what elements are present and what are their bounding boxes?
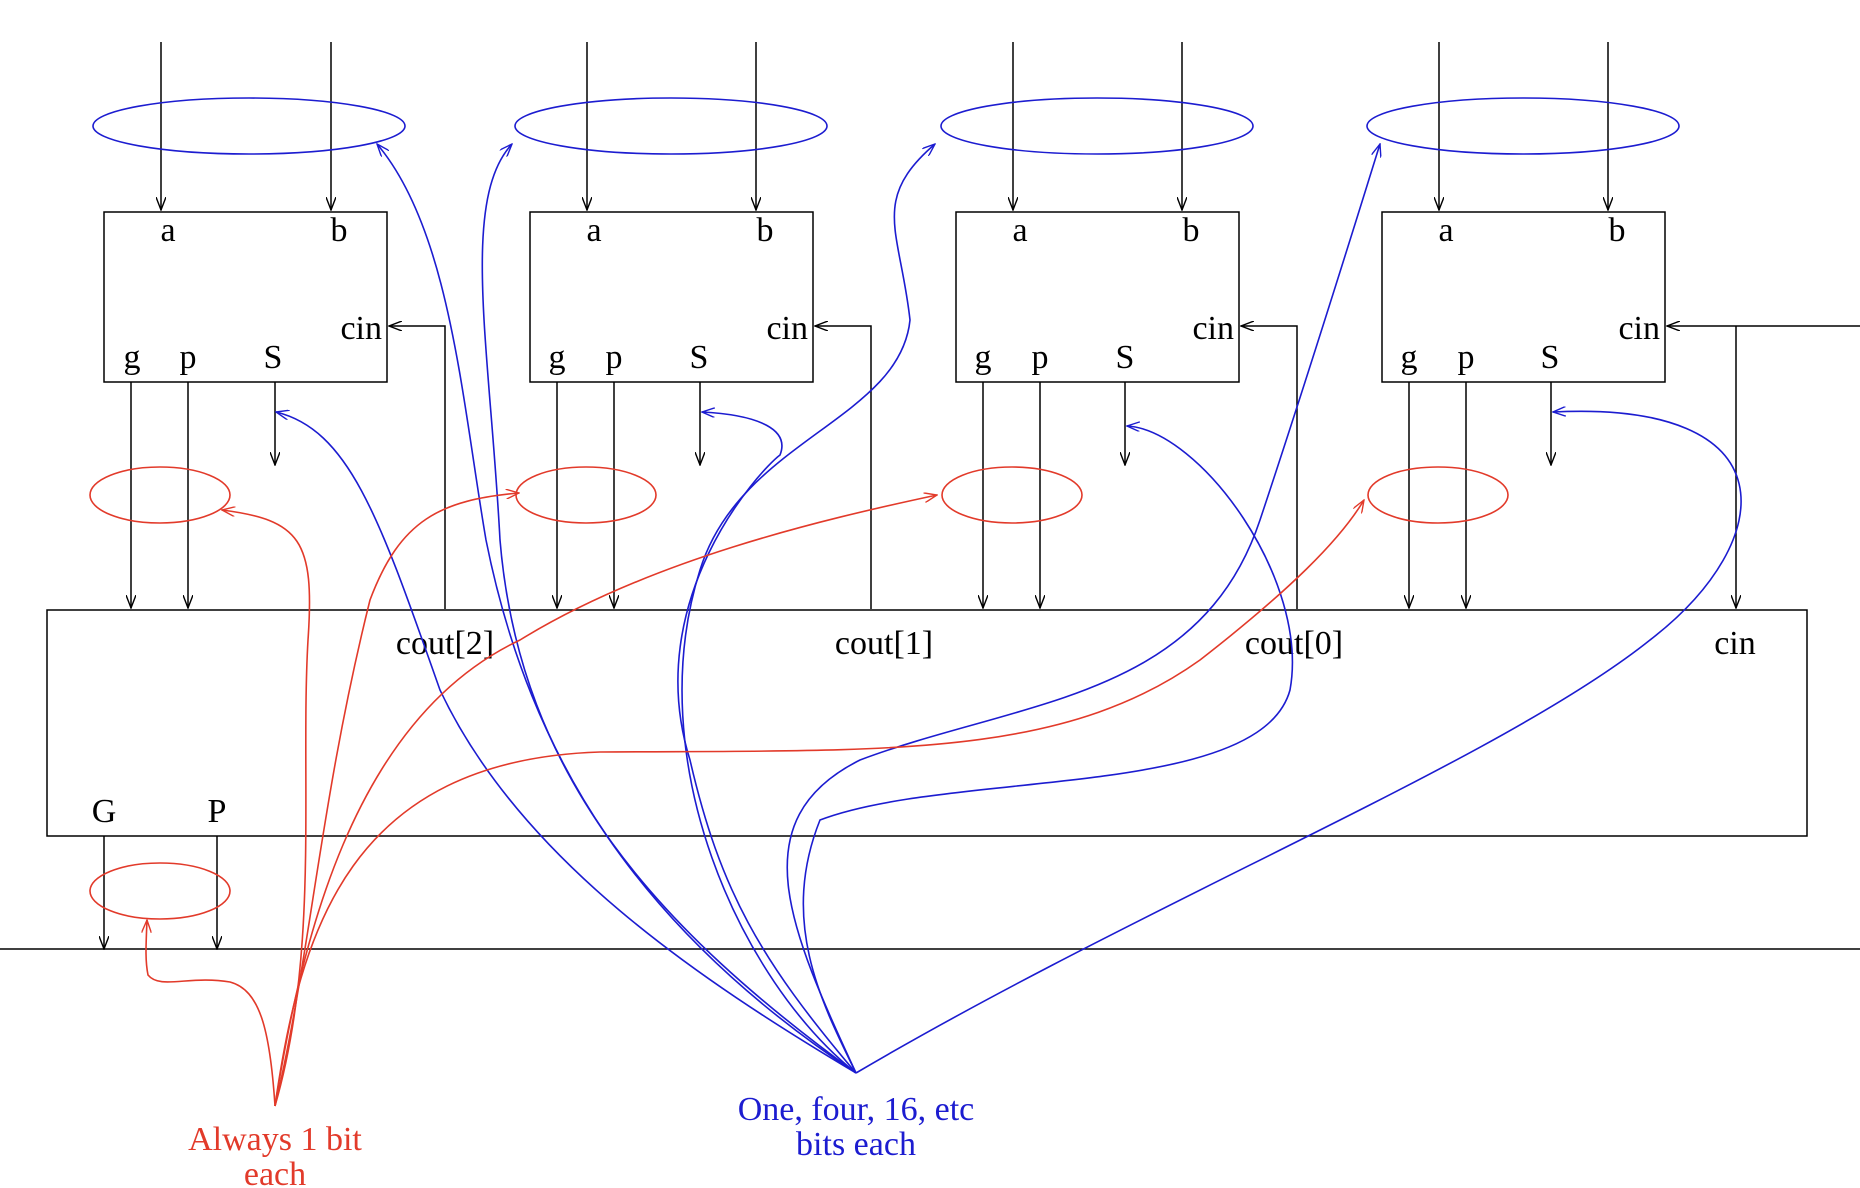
label-s: S bbox=[690, 339, 709, 376]
label-s: S bbox=[1541, 339, 1560, 376]
label-p: p bbox=[180, 339, 197, 376]
label-s: S bbox=[1116, 339, 1135, 376]
curve-to-sum-0 bbox=[855, 411, 1742, 1074]
adder-block-2: a b cin g p S bbox=[514, 42, 872, 609]
curve-to-sum-3 bbox=[276, 412, 857, 1074]
label-g: g bbox=[124, 339, 141, 376]
carry-lookahead-unit: cout[2] cout[1] cout[0] cin G P bbox=[46, 609, 1808, 949]
label-G: G bbox=[92, 793, 117, 830]
label-b: b bbox=[757, 212, 774, 249]
curve-to-input-bundle-3 bbox=[377, 144, 857, 1074]
multi-bit-input-bundle bbox=[1366, 97, 1680, 155]
adder-box bbox=[103, 211, 388, 383]
label-cin: cin bbox=[340, 310, 382, 347]
label-g: g bbox=[1401, 339, 1418, 376]
label-a: a bbox=[586, 212, 601, 249]
curve-to-input-bundle-0 bbox=[786, 144, 1380, 1074]
carry-in-wire bbox=[815, 326, 872, 609]
curve-to-input-bundle-2 bbox=[481, 144, 857, 1074]
curve-to-sum-1 bbox=[802, 426, 1294, 1074]
label-a: a bbox=[160, 212, 175, 249]
multi-bit-input-bundle bbox=[514, 97, 828, 155]
curve-to-gp-bundle-0 bbox=[274, 500, 1364, 1107]
label-cin: cin bbox=[1192, 310, 1234, 347]
label-b: b bbox=[1609, 212, 1626, 249]
carry-in-wire bbox=[1241, 326, 1298, 609]
curve-to-input-bundle-1 bbox=[681, 144, 935, 1074]
single-bit-gp-bundle bbox=[89, 466, 231, 524]
label-p: p bbox=[606, 339, 623, 376]
label-p: p bbox=[1458, 339, 1475, 376]
label-cout-2: cout[2] bbox=[396, 625, 494, 662]
adder-block-0: a b cin g p S bbox=[1366, 42, 1860, 608]
label-cin: cin bbox=[1618, 310, 1660, 347]
multi-bit-note-line2: bits each bbox=[796, 1126, 916, 1163]
adder-box bbox=[529, 211, 814, 383]
multi-bit-input-bundle bbox=[92, 97, 406, 155]
carry-unit-box bbox=[46, 609, 1808, 837]
label-cout-1: cout[1] bbox=[835, 625, 933, 662]
multi-bit-note-line1: One, four, 16, etc bbox=[738, 1091, 975, 1128]
curve-to-gp-bundle-2 bbox=[274, 493, 519, 1107]
label-b: b bbox=[331, 212, 348, 249]
label-g: g bbox=[549, 339, 566, 376]
adder-box bbox=[1381, 211, 1666, 383]
label-a: a bbox=[1012, 212, 1027, 249]
adder-block-3: a b cin g p S bbox=[89, 42, 446, 609]
label-p: p bbox=[1032, 339, 1049, 376]
label-s: S bbox=[264, 339, 283, 376]
label-g: g bbox=[975, 339, 992, 376]
label-cout-0: cout[0] bbox=[1245, 625, 1343, 662]
multi-bit-input-bundle bbox=[940, 97, 1254, 155]
carry-in-wire bbox=[389, 326, 446, 609]
single-bit-gp-bundle bbox=[515, 466, 657, 524]
single-bit-gp-bundle bbox=[1367, 466, 1509, 524]
curve-to-sum-2 bbox=[677, 412, 857, 1074]
single-bit-note-line1: Always 1 bit bbox=[188, 1121, 362, 1158]
multi-bit-annotation-curves bbox=[276, 144, 1742, 1074]
single-bit-note-line2: each bbox=[244, 1156, 306, 1188]
label-cin: cin bbox=[1714, 625, 1756, 662]
curve-to-GP-bundle bbox=[146, 920, 276, 1107]
label-b: b bbox=[1183, 212, 1200, 249]
single-bit-annotation-curves bbox=[146, 493, 1364, 1107]
adder-block-1: a b cin g p S bbox=[940, 42, 1298, 609]
single-bit-GP-bundle bbox=[89, 862, 231, 920]
curve-to-gp-bundle-3 bbox=[222, 510, 311, 1107]
curve-to-gp-bundle-1 bbox=[274, 495, 937, 1107]
adder-box bbox=[955, 211, 1240, 383]
single-bit-gp-bundle bbox=[941, 466, 1083, 524]
label-P: P bbox=[208, 793, 227, 830]
label-a: a bbox=[1438, 212, 1453, 249]
label-cin: cin bbox=[766, 310, 808, 347]
